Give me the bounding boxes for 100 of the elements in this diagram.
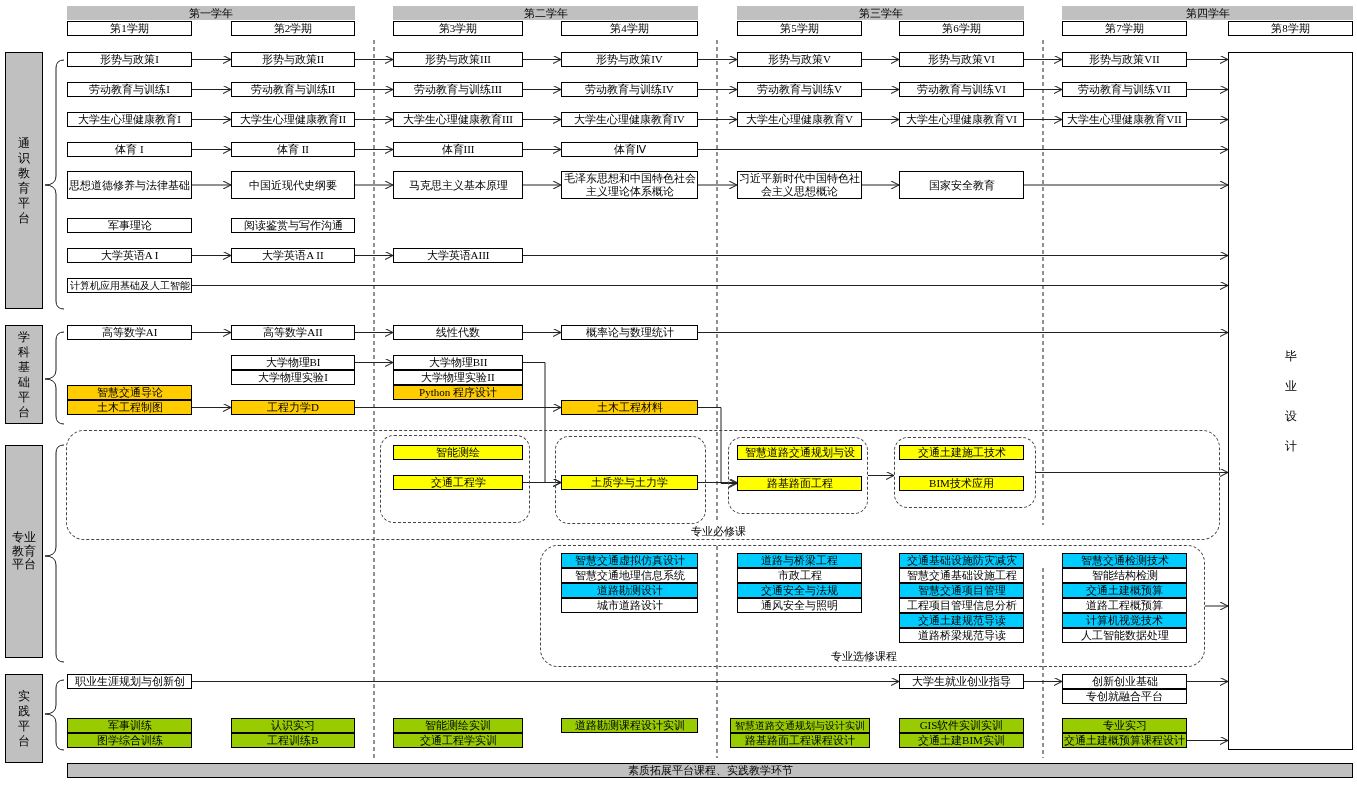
arrow — [1186, 55, 1229, 64]
dashed-group-frame — [555, 436, 706, 524]
course-box: 毛泽东思想和中国特色社会主义理论体系概论 — [561, 171, 698, 199]
course-box: 高等数学AI — [67, 325, 192, 340]
arrow — [191, 55, 232, 64]
course-box: 交通土建规范导读 — [899, 613, 1024, 628]
arrow — [354, 328, 394, 337]
arrow — [697, 407, 738, 488]
course-box: 大学英语A I — [67, 248, 192, 263]
arrow — [697, 115, 738, 124]
arrow — [191, 677, 900, 686]
course-box: 阅读鉴赏与写作沟通 — [231, 218, 355, 233]
arrow — [697, 180, 738, 190]
semester-header: 第4学期 — [561, 21, 698, 36]
arrow — [354, 55, 394, 64]
course-box: 体育III — [393, 142, 523, 157]
course-box: 劳动教育与训练VII — [1062, 82, 1187, 97]
arrow — [697, 478, 738, 487]
practice-box: 认识实习 — [231, 718, 355, 733]
arrow — [354, 145, 394, 154]
group-title: 专业必修课 — [691, 525, 746, 538]
arrow — [522, 145, 562, 154]
arrow — [1204, 601, 1229, 611]
course-box: 大学生心理健康教育IV — [561, 112, 698, 127]
course-box: 形势与政策I — [67, 52, 192, 67]
course-box: 土质学与土力学 — [561, 475, 698, 490]
arrow — [191, 403, 232, 412]
arrow — [191, 180, 232, 190]
year-header-band: 第二学年 — [393, 6, 698, 20]
course-box: Python 程序设计 — [393, 385, 523, 400]
arrow — [1035, 468, 1229, 477]
course-box: 劳动教育与训练V — [737, 82, 862, 97]
practice-box: 智慧道路交通规划与设计实训 — [730, 718, 870, 733]
course-box: 交通基础设施防灾减灾 — [899, 553, 1024, 568]
arrow — [861, 55, 900, 64]
arrow — [1023, 85, 1063, 94]
arrow — [191, 115, 232, 124]
course-box: 马克思主义基本原理 — [393, 171, 523, 199]
course-box: 大学生心理健康教育V — [737, 112, 862, 127]
semester-header: 第1学期 — [67, 21, 192, 36]
course-box: 计算机视觉技术 — [1062, 613, 1187, 628]
course-box: 劳动教育与训练II — [231, 82, 355, 97]
arrow — [522, 85, 562, 94]
course-box: 创新创业基础 — [1062, 674, 1187, 689]
course-box: 土木工程制图 — [67, 400, 192, 415]
course-box: 习近平新时代中国特色社会主义思想概论 — [737, 171, 862, 199]
course-box: 职业生涯规划与创新创 — [67, 674, 192, 689]
arrow — [1023, 180, 1229, 190]
arrow — [522, 478, 562, 487]
course-box: 形势与政策VII — [1062, 52, 1187, 67]
year-header-band: 第四学年 — [1062, 6, 1353, 20]
arrow — [354, 358, 394, 367]
arrow — [522, 115, 562, 124]
practice-box: 道路勘测课程设计实训 — [561, 718, 698, 733]
course-box: 线性代数 — [393, 325, 523, 340]
platform-label-bar: 学科基础平台 — [5, 325, 43, 424]
course-box: 智慧交通导论 — [67, 385, 192, 400]
semester-header: 第7学期 — [1062, 21, 1187, 36]
year-header-band: 第三学年 — [737, 6, 1024, 20]
course-box: 交通安全与法规 — [737, 583, 862, 598]
arrow — [522, 328, 562, 337]
arrow — [861, 180, 900, 190]
arrow — [1023, 55, 1063, 64]
course-box: 体育Ⅳ — [561, 142, 698, 157]
arrow — [191, 145, 232, 154]
dashed-group-frame — [894, 437, 1036, 508]
semester-header: 第2学期 — [231, 21, 355, 36]
arrow — [861, 115, 900, 124]
course-box: 概率论与数理统计 — [561, 325, 698, 340]
course-box: 大学物理实验I — [231, 370, 355, 385]
arrow — [697, 145, 1229, 154]
course-box: 大学生心理健康教育VII — [1062, 112, 1187, 127]
course-box: 大学生心理健康教育I — [67, 112, 192, 127]
course-box: 大学生心理健康教育II — [231, 112, 355, 127]
arrow — [697, 55, 738, 64]
course-box: 大学生心理健康教育III — [393, 112, 523, 127]
course-box: 工程项目管理信息分析 — [899, 598, 1024, 613]
arrow — [1023, 115, 1063, 124]
course-box: 智慧道路交通规划与设 — [737, 445, 862, 460]
course-box: 专创就融合平台 — [1062, 689, 1187, 704]
course-box: 劳动教育与训练I — [67, 82, 192, 97]
course-box: 劳动教育与训练IV — [561, 82, 698, 97]
semester-header: 第5学期 — [737, 21, 862, 36]
arrow — [867, 471, 895, 480]
course-box: 智能测绘 — [393, 445, 523, 460]
course-box: 国家安全教育 — [899, 171, 1024, 199]
course-box: 大学英语A II — [231, 248, 355, 263]
course-box: 智慧交通项目管理 — [899, 583, 1024, 598]
course-box: 形势与政策II — [231, 52, 355, 67]
course-box: 交通土建施工技术 — [899, 445, 1024, 460]
arrow — [697, 85, 738, 94]
arrow — [1186, 115, 1229, 124]
course-box: 大学生就业创业指导 — [899, 674, 1024, 689]
course-box: 智能结构检测 — [1062, 568, 1187, 583]
arrow — [522, 180, 562, 190]
course-box: 市政工程 — [737, 568, 862, 583]
practice-box: 智能测绘实训 — [393, 718, 523, 733]
group-title: 专业选修课程 — [831, 650, 897, 663]
arrow — [1023, 677, 1063, 686]
course-box: 道路桥梁规范导读 — [899, 628, 1024, 643]
